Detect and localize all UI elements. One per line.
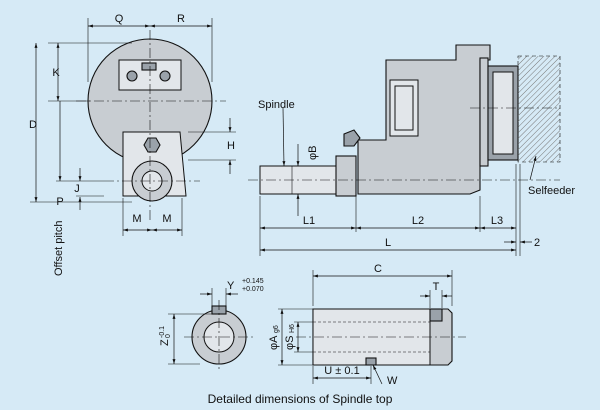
label-p: P [56, 196, 63, 208]
label-y: Y [227, 280, 235, 292]
label-l3: L3 [491, 215, 503, 227]
label-phis-tol: H6 [289, 324, 296, 333]
front-top-key [141, 62, 157, 71]
selfeeder-body [517, 55, 561, 163]
label-m-right: M [162, 213, 171, 225]
label-r: R [177, 13, 185, 25]
label-w: W [387, 375, 398, 387]
label-t: T [433, 281, 440, 293]
detail-side-w-groove [365, 357, 377, 366]
label-j: J [74, 183, 80, 195]
label-u: U ± 0.1 [324, 365, 359, 377]
label-2: 2 [534, 237, 540, 249]
label-q: Q [115, 13, 124, 25]
label-c: C [374, 263, 382, 275]
front-bolt-right [159, 70, 171, 82]
side-grease-nipple [343, 129, 361, 147]
side-cover-inner [394, 85, 414, 131]
label-l2: L2 [412, 215, 424, 227]
side-mount-inner [492, 71, 514, 155]
label-d: D [29, 119, 37, 131]
side-view: Spindle φB L1 L2 L3 L 2 Selfeeder [248, 44, 575, 256]
side-flange [479, 57, 489, 167]
label-z-upper: -0.1 [159, 326, 166, 338]
side-housing [357, 44, 491, 195]
label-m-left: M [132, 213, 141, 225]
label-l1: L1 [303, 215, 315, 227]
label-phib: φB [307, 146, 319, 160]
label-phia: φA [268, 335, 280, 350]
front-bolt-left [126, 70, 138, 82]
front-hex-nut [143, 137, 161, 153]
label-spindle: Spindle [258, 99, 295, 111]
label-z-lower: 0 [165, 334, 172, 338]
label-h: H [227, 140, 235, 152]
label-z: Z [159, 339, 171, 346]
label-y-upper: +0.145 [242, 278, 264, 285]
spindle-top-detail: Y +0.145 +0.070 Z -0.1 0 φA g6 φS H6 C T… [159, 263, 466, 406]
front-view: Q R K D H J M M Offset pitch P [29, 13, 236, 276]
label-l: L [385, 237, 391, 249]
label-phis: φS [284, 336, 296, 350]
label-phia-tol: g6 [273, 325, 280, 333]
detail-caption: Detailed dimensions of Spindle top [208, 392, 393, 406]
side-spindle-collar [335, 155, 357, 197]
label-k: K [52, 67, 60, 79]
label-selfeeder: Selfeeder [528, 185, 575, 197]
label-y-lower: +0.070 [242, 286, 264, 293]
label-offset-pitch: Offset pitch [53, 221, 65, 276]
detail-side-keyslot [429, 308, 443, 322]
